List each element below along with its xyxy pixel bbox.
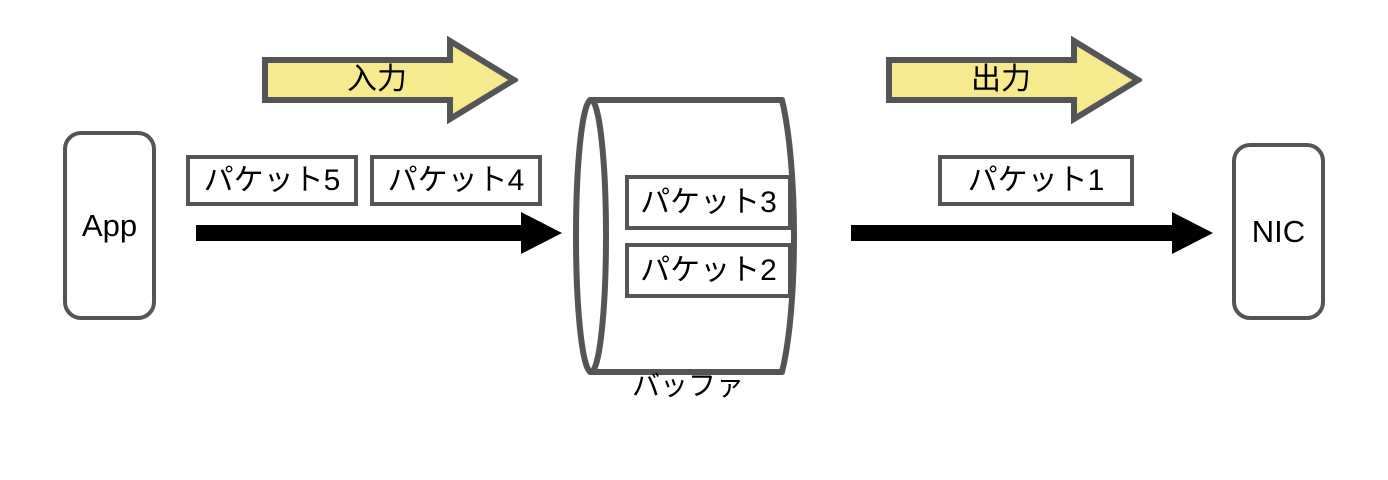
flow-arrow-buffer-to-nic: [851, 206, 1215, 260]
packet-box-4-label: パケット4: [387, 163, 525, 197]
packet-box-3-label: パケット3: [640, 185, 777, 219]
flow-arrow-app-to-buffer: [196, 206, 564, 260]
yellow-arrow-input-label: 入力: [347, 63, 407, 96]
node-app: App: [63, 131, 156, 320]
yellow-arrow-output-label: 出力: [971, 63, 1031, 96]
packet-box-2-label: パケット2: [640, 253, 777, 287]
yellow-arrow-input: [262, 36, 518, 124]
packet-box-3: パケット3: [625, 175, 792, 230]
buffer-cylinder: [570, 92, 806, 380]
yellow-arrow-output: [886, 36, 1142, 124]
packet-box-5: パケット5: [186, 155, 358, 206]
node-nic: NIC: [1232, 143, 1325, 320]
packet-box-5-label: パケット5: [203, 163, 341, 197]
packet-box-1: パケット1: [938, 155, 1134, 206]
packet-box-4: パケット4: [370, 155, 542, 206]
packet-box-1-label: パケット1: [967, 163, 1105, 197]
packet-box-2: パケット2: [625, 243, 792, 298]
node-nic-label: NIC: [1251, 214, 1306, 249]
buffer-caption: バッファ: [631, 370, 744, 401]
node-app-label: App: [81, 208, 138, 243]
